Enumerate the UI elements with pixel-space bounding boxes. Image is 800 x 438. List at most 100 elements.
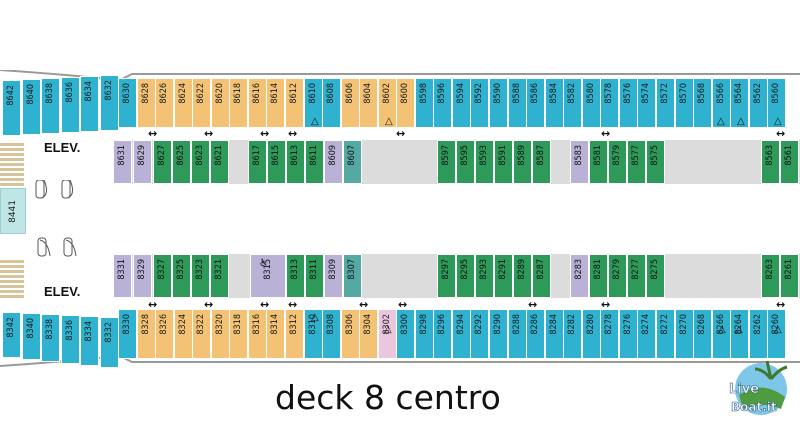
cabin-8266[interactable]: 8266 bbox=[711, 309, 731, 359]
cabin-8313[interactable]: 8313 bbox=[286, 254, 305, 298]
cabin-8627[interactable]: 8627 bbox=[153, 140, 172, 184]
cabin-8263[interactable]: 8263 bbox=[761, 254, 780, 298]
cabin-8640[interactable]: 8640 bbox=[21, 79, 41, 135]
cabin-8304[interactable]: 8304 bbox=[359, 309, 379, 359]
cabin-8298[interactable]: 8298 bbox=[414, 309, 434, 359]
cabin-8562[interactable]: 8562 bbox=[748, 78, 768, 128]
cabin-8338[interactable]: 8338 bbox=[41, 314, 60, 362]
cabin-8325[interactable]: 8325 bbox=[172, 254, 191, 298]
cabin-8563[interactable]: 8563 bbox=[761, 140, 780, 184]
cabin-8274[interactable]: 8274 bbox=[637, 309, 657, 359]
cabin-8621[interactable]: 8621 bbox=[210, 140, 229, 184]
cabin-8636[interactable]: 8636 bbox=[60, 77, 80, 133]
cabin-8587[interactable]: 8587 bbox=[532, 140, 551, 184]
cabin-8560[interactable]: 8560 bbox=[767, 78, 787, 128]
cabin-8608[interactable]: 8608 bbox=[322, 78, 342, 128]
cabin-8328[interactable]: 8328 bbox=[136, 309, 156, 359]
cabin-8330[interactable]: 8330 bbox=[118, 309, 137, 359]
cabin-8582[interactable]: 8582 bbox=[563, 78, 583, 128]
cabin-8287[interactable]: 8287 bbox=[532, 254, 551, 298]
cabin-8308[interactable]: 8308 bbox=[322, 309, 342, 359]
cabin-8602[interactable]: 8602 bbox=[377, 78, 397, 128]
cabin-8283[interactable]: 8283 bbox=[570, 254, 589, 298]
cabin-8623[interactable]: 8623 bbox=[191, 140, 210, 184]
cabin-8286[interactable]: 8286 bbox=[526, 309, 546, 359]
cabin-8632[interactable]: 8632 bbox=[99, 75, 119, 131]
cabin-8318[interactable]: 8318 bbox=[229, 309, 249, 359]
cabin-8626[interactable]: 8626 bbox=[155, 78, 175, 128]
cabin-8334[interactable]: 8334 bbox=[80, 316, 99, 366]
cabin-8624[interactable]: 8624 bbox=[173, 78, 193, 128]
cabin-8620[interactable]: 8620 bbox=[210, 78, 230, 128]
cabin-8262[interactable]: 8262 bbox=[748, 309, 768, 359]
cabin-8564[interactable]: 8564 bbox=[730, 78, 750, 128]
cabin-8591[interactable]: 8591 bbox=[494, 140, 513, 184]
cabin-8628[interactable]: 8628 bbox=[136, 78, 156, 128]
cabin-8289[interactable]: 8289 bbox=[513, 254, 532, 298]
cabin-8612[interactable]: 8612 bbox=[284, 78, 304, 128]
cabin-8342[interactable]: 8342 bbox=[2, 312, 21, 358]
cabin-8586[interactable]: 8586 bbox=[526, 78, 546, 128]
cabin-8291[interactable]: 8291 bbox=[494, 254, 513, 298]
cabin-8631[interactable]: 8631 bbox=[113, 140, 132, 184]
cabin-8327[interactable]: 8327 bbox=[153, 254, 172, 298]
cabin-8288[interactable]: 8288 bbox=[507, 309, 527, 359]
cabin-8312[interactable]: 8312 bbox=[284, 309, 304, 359]
cabin-8607[interactable]: 8607 bbox=[343, 140, 362, 184]
cabin-8322[interactable]: 8322 bbox=[192, 309, 212, 359]
cabin-8296[interactable]: 8296 bbox=[433, 309, 453, 359]
cabin-8293[interactable]: 8293 bbox=[475, 254, 494, 298]
cabin-8613[interactable]: 8613 bbox=[286, 140, 305, 184]
cabin-8642[interactable]: 8642 bbox=[2, 80, 21, 136]
cabin-8316[interactable]: 8316 bbox=[247, 309, 267, 359]
cabin-8310[interactable]: 8310 bbox=[303, 309, 323, 359]
cabin-8295[interactable]: 8295 bbox=[456, 254, 475, 298]
cabin-8600[interactable]: 8600 bbox=[396, 78, 416, 128]
cabin-8294[interactable]: 8294 bbox=[451, 309, 471, 359]
cabin-8280[interactable]: 8280 bbox=[581, 309, 601, 359]
cabin-8625[interactable]: 8625 bbox=[172, 140, 191, 184]
cabin-8300[interactable]: 8300 bbox=[396, 309, 416, 359]
cabin-8284[interactable]: 8284 bbox=[544, 309, 564, 359]
cabin-8566[interactable]: 8566 bbox=[711, 78, 731, 128]
cabin-8302[interactable]: 8302 bbox=[377, 309, 397, 359]
cabin-8604[interactable]: 8604 bbox=[359, 78, 379, 128]
cabin-8597[interactable]: 8597 bbox=[437, 140, 456, 184]
cabin-8320[interactable]: 8320 bbox=[210, 309, 230, 359]
cabin-8589[interactable]: 8589 bbox=[513, 140, 532, 184]
cabin-8311[interactable]: 8311 bbox=[305, 254, 324, 298]
cabin-8321[interactable]: 8321 bbox=[210, 254, 229, 298]
cabin-8611[interactable]: 8611 bbox=[305, 140, 324, 184]
cabin-8264[interactable]: 8264 bbox=[730, 309, 750, 359]
cabin-8572[interactable]: 8572 bbox=[655, 78, 675, 128]
cabin-8278[interactable]: 8278 bbox=[600, 309, 620, 359]
cabin-8588[interactable]: 8588 bbox=[507, 78, 527, 128]
cabin-8629[interactable]: 8629 bbox=[133, 140, 152, 184]
cabin-8596[interactable]: 8596 bbox=[433, 78, 453, 128]
cabin-8579[interactable]: 8579 bbox=[608, 140, 627, 184]
cabin-8616[interactable]: 8616 bbox=[247, 78, 267, 128]
cabin-8561[interactable]: 8561 bbox=[780, 140, 799, 184]
cabin-8595[interactable]: 8595 bbox=[456, 140, 475, 184]
cabin-8594[interactable]: 8594 bbox=[451, 78, 471, 128]
cabin-8261[interactable]: 8261 bbox=[780, 254, 799, 298]
cabin-8323[interactable]: 8323 bbox=[191, 254, 210, 298]
cabin-8326[interactable]: 8326 bbox=[155, 309, 175, 359]
cabin-8309[interactable]: 8309 bbox=[324, 254, 343, 298]
cabin-8314[interactable]: 8314 bbox=[266, 309, 286, 359]
cabin-8332[interactable]: 8332 bbox=[99, 317, 119, 368]
cabin-8609[interactable]: 8609 bbox=[324, 140, 343, 184]
cabin-8606[interactable]: 8606 bbox=[340, 78, 360, 128]
cabin-8297[interactable]: 8297 bbox=[437, 254, 456, 298]
cabin-8575[interactable]: 8575 bbox=[646, 140, 665, 184]
cabin-8270[interactable]: 8270 bbox=[674, 309, 694, 359]
cabin-8618[interactable]: 8618 bbox=[229, 78, 249, 128]
cabin-8634[interactable]: 8634 bbox=[80, 76, 99, 132]
cabin-8581[interactable]: 8581 bbox=[589, 140, 608, 184]
cabin-8590[interactable]: 8590 bbox=[489, 78, 508, 128]
cabin-8614[interactable]: 8614 bbox=[266, 78, 286, 128]
cabin-8276[interactable]: 8276 bbox=[618, 309, 638, 359]
cabin-8570[interactable]: 8570 bbox=[674, 78, 694, 128]
cabin-8292[interactable]: 8292 bbox=[470, 309, 490, 359]
cabin-8281[interactable]: 8281 bbox=[589, 254, 608, 298]
